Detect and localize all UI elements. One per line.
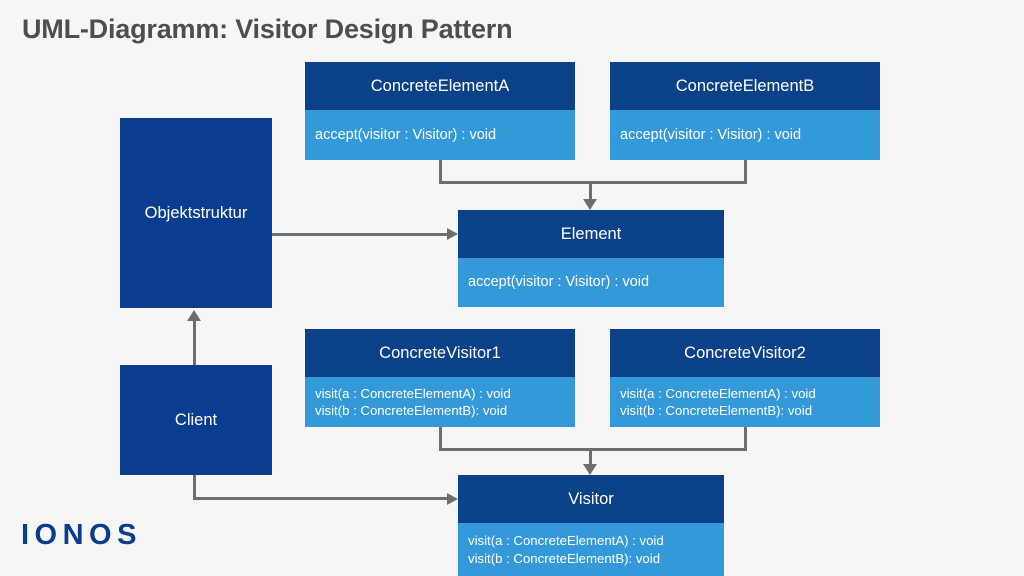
class-box-concrete-element-a[interactable]: ConcreteElementA accept(visitor : Visito… (305, 62, 575, 160)
operation-visit-a: visit(a : ConcreteElementA) : void (315, 385, 511, 401)
class-operations-visitor: visit(a : ConcreteElementA) : void visit… (458, 523, 724, 576)
class-box-concrete-visitor-1[interactable]: ConcreteVisitor1 visit(a : ConcreteEleme… (305, 329, 575, 427)
connector-visitor-stem (589, 448, 592, 466)
operation-visit-a: visit(a : ConcreteElementA) : void (468, 533, 664, 549)
class-operations-concrete-visitor-2: visit(a : ConcreteElementA) : void visit… (610, 377, 880, 427)
class-name-visitor: Visitor (458, 475, 724, 523)
connector-concrete-element-b-down (744, 160, 747, 184)
connector-visitors-horizontal (439, 448, 747, 451)
class-operations-concrete-visitor-1: visit(a : ConcreteElementA) : void visit… (305, 377, 575, 427)
operation-accept: accept(visitor : Visitor) : void (620, 126, 802, 143)
connector-client-to-objektstruktur (193, 320, 196, 365)
arrowhead-to-element-left (447, 228, 458, 240)
connector-objektstruktur-to-element (272, 233, 448, 236)
box-client[interactable]: Client (120, 365, 272, 475)
class-operations-concrete-element-b: accept(visitor : Visitor) : void (610, 110, 880, 160)
class-box-element[interactable]: Element accept(visitor : Visitor) : void (458, 210, 724, 307)
class-name-concrete-element-b: ConcreteElementB (610, 62, 880, 110)
operation-visit-b: visit(b : ConcreteElementB): void (620, 403, 813, 418)
class-operations-concrete-element-a: accept(visitor : Visitor) : void (305, 110, 575, 160)
class-box-concrete-visitor-2[interactable]: ConcreteVisitor2 visit(a : ConcreteEleme… (610, 329, 880, 427)
connector-concrete-element-a-down (439, 160, 442, 184)
connector-client-down (193, 475, 196, 500)
operation-accept: accept(visitor : Visitor) : void (315, 126, 497, 143)
connector-element-stem (589, 181, 592, 201)
arrowhead-to-visitor (583, 464, 597, 475)
connector-concrete-visitor-2-down (744, 427, 747, 451)
class-name-concrete-visitor-1: ConcreteVisitor1 (305, 329, 575, 377)
operation-visit-b: visit(b : ConcreteElementB): void (315, 403, 508, 418)
arrowhead-to-element (583, 199, 597, 210)
ionos-logo: IONOS (21, 519, 142, 551)
class-box-concrete-element-b[interactable]: ConcreteElementB accept(visitor : Visito… (610, 62, 880, 160)
class-box-visitor[interactable]: Visitor visit(a : ConcreteElementA) : vo… (458, 475, 724, 576)
connector-concrete-visitor-1-down (439, 427, 442, 451)
arrowhead-to-visitor-left (447, 493, 458, 505)
connector-elements-horizontal (439, 181, 747, 184)
operation-accept: accept(visitor : Visitor) : void (468, 274, 650, 291)
operation-visit-a: visit(a : ConcreteElementA) : void (620, 385, 816, 401)
page-title: UML-Diagramm: Visitor Design Pattern (22, 14, 513, 44)
class-name-concrete-element-a: ConcreteElementA (305, 62, 575, 110)
class-name-element: Element (458, 210, 724, 258)
box-objektstruktur[interactable]: Objektstruktur (120, 118, 272, 308)
class-operations-element: accept(visitor : Visitor) : void (458, 258, 724, 307)
operation-visit-b: visit(b : ConcreteElementB): void (468, 550, 661, 566)
connector-client-to-visitor (193, 497, 448, 500)
class-name-concrete-visitor-2: ConcreteVisitor2 (610, 329, 880, 377)
arrowhead-to-objektstruktur (187, 310, 201, 321)
